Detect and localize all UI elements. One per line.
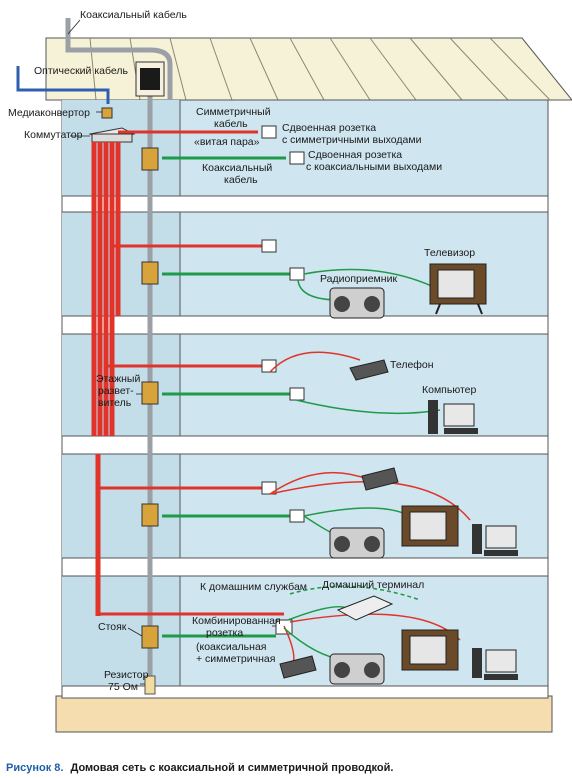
label-coax-cable-top: Коаксиальный кабель <box>80 9 187 21</box>
caption-text: Домовая сеть с коаксиальной и симметричн… <box>70 762 394 774</box>
label-resistor-2: 75 Ом <box>108 681 138 693</box>
coax-cable-in <box>65 18 173 100</box>
twisted-pair-bundle <box>91 142 121 616</box>
optical-cable-in <box>16 66 110 104</box>
label-switch: Коммутатор <box>24 129 83 141</box>
label-sym-cable-2: кабель <box>214 118 248 130</box>
label-sym-cable-1: Симметричный <box>196 106 271 118</box>
floor-splitters <box>141 147 159 649</box>
label-dual-sym-socket-1: Сдвоенная розетка <box>282 122 376 134</box>
caption-figure-number: Рисунок 8. <box>6 762 64 774</box>
tv-icon <box>401 505 459 547</box>
roof <box>45 37 572 101</box>
label-dual-sym-socket-2: с симметричными выходами <box>282 134 422 146</box>
label-tv: Телевизор <box>424 247 475 259</box>
label-riser: Стояк <box>98 621 127 633</box>
label-coax-cable-floor-2: кабель <box>224 174 258 186</box>
label-combo-socket-3: (коаксиальная <box>196 641 266 653</box>
label-dual-coax-socket-1: Сдвоенная розетка <box>308 149 402 161</box>
radio-icon <box>329 527 385 559</box>
home-terminal-box <box>336 595 394 621</box>
label-combo-socket-1: Комбинированная <box>192 615 281 627</box>
phone-icon <box>349 359 389 381</box>
computer-icon <box>428 400 478 434</box>
label-combo-socket-4: + симметричная <box>196 653 275 665</box>
label-home-services: К домашним службам <box>200 581 307 593</box>
label-dual-coax-socket-2: с коаксиальными выходами <box>306 161 442 173</box>
label-computer: Компьютер <box>422 384 477 396</box>
leader-lines <box>67 19 276 685</box>
radio-icon <box>329 287 385 319</box>
phone-icon <box>279 655 317 679</box>
label-splitter-1: Этажный <box>96 373 140 385</box>
label-sym-cable-3: «витая пара» <box>194 136 260 148</box>
network-diagram: Коаксиальный кабель Оптический кабель Ме… <box>8 9 572 733</box>
floor-slabs <box>61 195 549 577</box>
computer-icon <box>472 648 518 680</box>
radio-icon <box>329 653 385 685</box>
tv-icon <box>401 629 459 671</box>
label-coax-cable-floor-1: Коаксиальный <box>202 162 272 174</box>
tv-icon <box>429 263 487 315</box>
phone-icon <box>361 467 399 491</box>
foundation <box>55 695 553 733</box>
label-splitter-2: развет- <box>98 385 134 397</box>
label-resistor-1: Резистор <box>104 669 149 681</box>
label-home-terminal: Домашний терминал <box>322 579 424 591</box>
floor-feeds <box>98 130 290 638</box>
label-splitter-3: витель <box>98 397 132 409</box>
label-radio: Радиоприемник <box>320 273 397 285</box>
label-combo-socket-2: розетка <box>206 627 243 639</box>
label-optical-cable: Оптический кабель <box>34 65 129 77</box>
label-media-converter: Медиаконвертор <box>8 107 90 119</box>
media-converter-box <box>101 107 113 119</box>
label-phone: Телефон <box>390 359 434 371</box>
figure-caption: Рисунок 8. Домовая сеть с коаксиальной и… <box>6 762 393 774</box>
computer-icon <box>472 524 518 556</box>
roof-lines <box>89 37 551 101</box>
resistor <box>144 675 156 695</box>
